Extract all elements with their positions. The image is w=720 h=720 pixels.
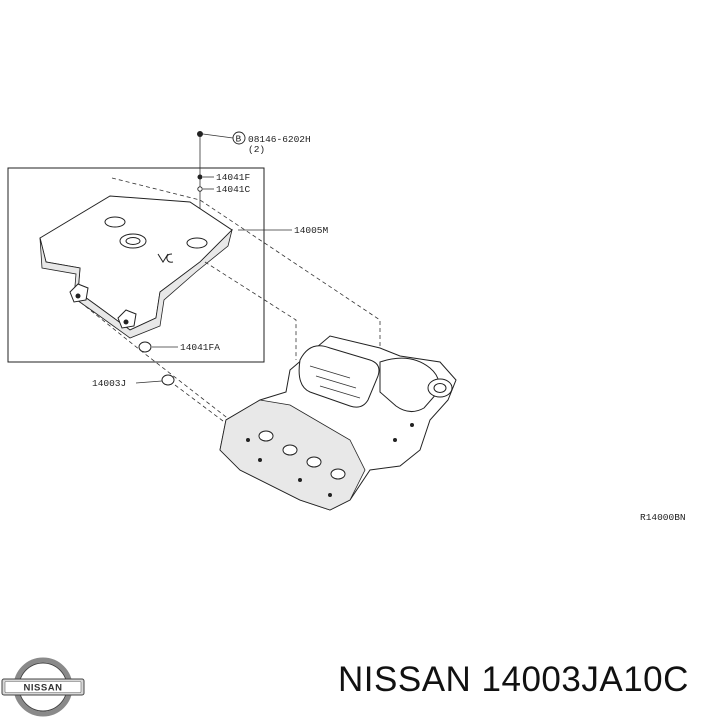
engine-assembly (219, 335, 457, 511)
label-grommet-upper: 14041F (216, 172, 251, 183)
bolt-head (197, 131, 203, 137)
label-bolt-qty: (2) (248, 144, 265, 155)
nissan-logo: NISSAN (1, 657, 85, 717)
grommet-upper-marker (197, 174, 203, 180)
bolt-symbol: B (236, 134, 242, 145)
bracket-leader (135, 380, 163, 384)
label-bolt: 08146-6202H (248, 134, 311, 145)
engine-cover (39, 195, 233, 339)
grommet-lower (138, 341, 152, 353)
part-number-caption: NISSAN 14003JA10C (338, 660, 689, 699)
bracket (161, 374, 175, 386)
label-cover: 14005M (294, 225, 329, 236)
label-grommet-lower: 14041FA (180, 342, 220, 353)
cover-frame (7, 167, 265, 363)
guide-line-4 (174, 384, 236, 431)
grommet-mid-marker (197, 186, 203, 192)
logo-text: NISSAN (24, 683, 63, 694)
label-grommet-mid: 14041C (216, 184, 251, 195)
reference-code: R14000BN (640, 512, 686, 523)
label-bracket: 14003J (92, 378, 126, 389)
bolt-leader (202, 133, 234, 139)
guide-line-2 (204, 261, 297, 360)
guide-line-1 (111, 177, 381, 360)
